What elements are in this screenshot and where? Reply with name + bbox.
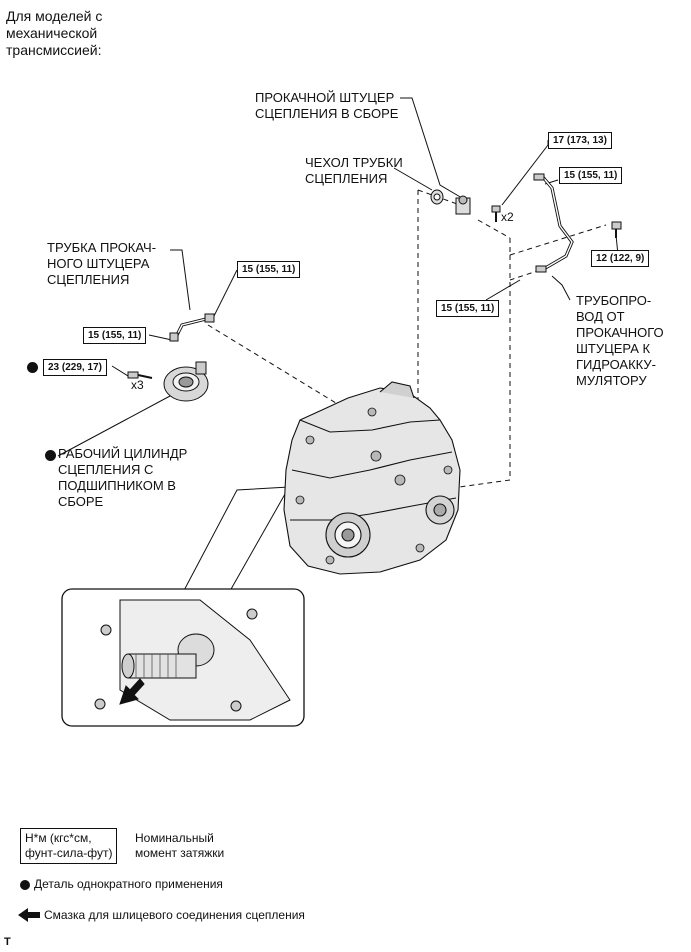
- label-line: СЦЕПЛЕНИЯ: [47, 272, 130, 287]
- label-line: ГИДРОАККУ-: [576, 357, 656, 372]
- label-line: ТРУБКА ПРОКАЧ-: [47, 240, 157, 255]
- label-line: СЦЕПЛЕНИЯ С: [58, 462, 154, 477]
- heading-line: трансмиссией:: [6, 42, 102, 58]
- quantity-x3: x3: [131, 378, 144, 392]
- footer-mark: T: [4, 936, 11, 948]
- label-line: СЦЕПЛЕНИЯ В СБОРЕ: [255, 106, 399, 121]
- label-line: ПРОКАЧНОЙ ШТУЦЕР: [255, 90, 395, 105]
- tube-lines: [174, 174, 574, 339]
- legend-line: Н*м (кгс*см,: [25, 831, 92, 845]
- label-line: НОГО ШТУЦЕРА: [47, 256, 150, 271]
- legend-torque-description: Номинальный момент затяжки: [135, 831, 224, 861]
- torque-box: 15 (155, 11): [237, 261, 301, 278]
- quantity-x2: x2: [501, 210, 514, 224]
- legend-grease: Смазка для шлицевого соединения сцеплени…: [44, 908, 305, 922]
- legend-torque-box: Н*м (кгс*см, фунт-сила-фут): [20, 828, 118, 864]
- label-line: ЧЕХОЛ ТРУБКИ: [305, 155, 403, 170]
- bleeder-plug-label: ПРОКАЧНОЙ ШТУЦЕР СЦЕПЛЕНИЯ В СБОРЕ: [255, 90, 398, 122]
- torque-box: 23 (229, 17): [43, 359, 107, 376]
- torque-box: 12 (122, 9): [591, 250, 650, 267]
- torque-box: 15 (155, 11): [559, 167, 623, 184]
- small-parts: [127, 173, 622, 379]
- legend-line: момент затяжки: [135, 846, 225, 860]
- label-line: СБОРЕ: [58, 494, 104, 509]
- label-line: ВОД ОТ: [576, 309, 625, 324]
- legend-non-reusable: Деталь однократного применения: [34, 877, 223, 891]
- label-line: ШТУЦЕРА К: [576, 341, 651, 356]
- grease-arrow-icon: [18, 908, 40, 922]
- non-reusable-dot-icon: [27, 362, 38, 373]
- accumulator-tube-label: ТРУБОПРО- ВОД ОТ ПРОКАЧНОГО ШТУЦЕРА К ГИ…: [576, 293, 664, 389]
- label-line: ПРОКАЧНОГО: [576, 325, 664, 340]
- heading-line: механической: [6, 25, 98, 41]
- label-line: МУЛЯТОРУ: [576, 373, 647, 388]
- slave-cylinder-drawing: [163, 361, 209, 402]
- torque-box: 15 (155, 11): [436, 300, 500, 317]
- tube-cap-label: ЧЕХОЛ ТРУБКИ СЦЕПЛЕНИЯ: [305, 155, 403, 187]
- legend-line: Номинальный: [135, 831, 214, 845]
- transmission-drawing: [283, 381, 461, 575]
- heading-line: Для моделей с: [6, 8, 103, 24]
- non-reusable-dot-icon: [20, 880, 30, 890]
- bleeder-tube-label: ТРУБКА ПРОКАЧ- НОГО ШТУЦЕРА СЦЕПЛЕНИЯ: [47, 240, 156, 288]
- page-heading: Для моделей с механической трансмиссией:: [6, 8, 102, 59]
- torque-box: 17 (173, 13): [548, 132, 612, 149]
- grease-arrow-icon: [119, 678, 145, 705]
- inset-spline-shaft-drawing: [94, 599, 291, 721]
- leader-lines: [57, 97, 619, 599]
- slave-cylinder-label: РАБОЧИЙ ЦИЛИНДР СЦЕПЛЕНИЯ С ПОДШИПНИКОМ …: [58, 446, 187, 510]
- assembly-dashed-lines: [207, 189, 607, 489]
- label-line: ПОДШИПНИКОМ В: [58, 478, 176, 493]
- label-line: РАБОЧИЙ ЦИЛИНДР: [58, 446, 188, 461]
- label-line: СЦЕПЛЕНИЯ: [305, 171, 388, 186]
- non-reusable-dot-icon: [45, 450, 56, 461]
- torque-box: 15 (155, 11): [83, 327, 147, 344]
- label-line: ТРУБОПРО-: [576, 293, 652, 308]
- legend-line: фунт-сила-фут): [25, 846, 113, 860]
